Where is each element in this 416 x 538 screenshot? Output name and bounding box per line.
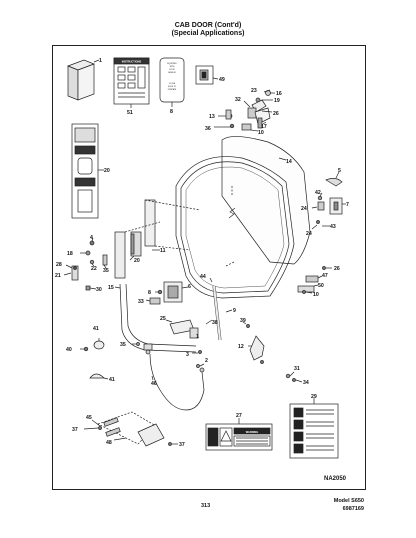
callout-45: 45 (86, 415, 92, 421)
callout-50: 50 (318, 283, 324, 289)
hinge-assembly (114, 199, 201, 279)
callout-43: 43 (330, 224, 336, 230)
callout-38: 38 (212, 320, 218, 326)
callout-19: 19 (274, 98, 280, 104)
callout-28: 28 (56, 262, 62, 268)
callout-32: 32 (235, 97, 241, 103)
callout-14: 14 (286, 159, 292, 165)
latch-assembly-right (316, 178, 343, 224)
latch-assembly-upper (225, 90, 271, 131)
part-41-handle (89, 340, 105, 379)
part-29-instruction-decal (289, 403, 339, 459)
callout-5: 5 (338, 168, 341, 174)
latch-assembly-lower-right (297, 266, 326, 294)
callout-7: 7 (346, 202, 349, 208)
sensor-decal-line-2: WITH (170, 66, 175, 68)
sensor-decal-line-1: EQUIPPED (167, 63, 177, 65)
callout-49: 49 (219, 77, 225, 83)
callout-9: 9 (233, 308, 236, 314)
sensor-decal-line-7: OPERATE (168, 88, 177, 91)
sensor-decal-line-4: SENSOR (168, 72, 176, 74)
callout-1b: 1 (196, 334, 199, 340)
callout-22: 22 (91, 266, 97, 272)
callout-51: 51 (127, 110, 133, 116)
callout-11: 11 (160, 248, 166, 254)
callout-20b: 20 (134, 258, 140, 264)
sensor-decal-line-6: DOOR TO (168, 86, 177, 88)
diagram-frame (52, 45, 366, 490)
callout-23: 23 (251, 88, 257, 94)
sensor-decal-line-3: DOOR (169, 69, 175, 71)
callout-26a: 26 (273, 111, 279, 117)
callout-12: 12 (238, 344, 244, 350)
part-number: 6987169 (342, 506, 364, 512)
callout-35a: 35 (103, 268, 109, 274)
page-subtitle: (Special Applications) (171, 30, 245, 37)
callout-30: 30 (96, 287, 102, 293)
callout-34: 34 (303, 380, 309, 386)
latch-assembly-center (149, 281, 183, 305)
callout-27: 27 (236, 413, 242, 419)
callout-8a: 8 (170, 109, 173, 115)
part-27-warning-decal (205, 423, 273, 451)
callout-15: 15 (108, 285, 114, 291)
callout-13: 13 (209, 114, 215, 120)
part-49-switch (195, 65, 214, 85)
part-44-door-seal (175, 156, 295, 299)
callout-41b: 41 (109, 377, 115, 383)
part-46-cable (145, 349, 205, 411)
callout-47: 47 (322, 273, 328, 279)
parts-39-12-31-34 (246, 324, 296, 382)
callout-40: 40 (66, 347, 72, 353)
callout-26b: 26 (334, 266, 340, 272)
callout-1: 1 (99, 58, 102, 64)
callout-37b: 37 (179, 442, 185, 448)
callout-18: 18 (67, 251, 73, 257)
parts-45-37-48 (97, 411, 172, 447)
callout-10a: 10 (258, 130, 264, 136)
callout-4: 4 (90, 235, 93, 241)
callout-42: 42 (315, 190, 321, 196)
warning-label: WARNING (246, 430, 259, 434)
page-number: 313 (201, 503, 211, 509)
callout-3: 3 (186, 352, 189, 358)
callout-35b: 35 (120, 342, 126, 348)
callout-10b: 10 (313, 292, 319, 298)
part-20-vertical-decal (71, 123, 99, 219)
callout-16: 16 (276, 91, 282, 97)
callout-24a: 24 (301, 206, 307, 212)
parts-25-38-9 (169, 285, 222, 341)
callout-6: 6 (188, 284, 191, 290)
sensor-decal-line-5: CLOSE (169, 83, 176, 85)
drawing-id: NA2050 (324, 476, 347, 482)
part-14-door-glass (221, 136, 311, 265)
callout-39: 39 (240, 318, 246, 324)
callout-46: 46 (151, 381, 157, 387)
part-1-box (67, 59, 95, 101)
callout-2: 2 (205, 358, 208, 364)
callout-37a: 37 (72, 427, 78, 433)
callout-33: 33 (138, 299, 144, 305)
callout-24b: 24 (306, 231, 312, 237)
callout-48: 48 (106, 440, 112, 446)
callout-44: 44 (200, 274, 206, 280)
part-51-manual (113, 57, 150, 105)
callout-31: 31 (294, 366, 300, 372)
page-title: CAB DOOR (Cont'd) (174, 22, 242, 29)
callout-36: 36 (205, 126, 211, 132)
model-label: Model S650 (333, 498, 364, 504)
hinge-left-hardware (71, 240, 108, 291)
callout-17: 17 (261, 124, 267, 130)
instructions-label: INSTRUCTIONS (122, 59, 142, 63)
callout-8b: 8 (148, 290, 151, 296)
callout-41a: 41 (93, 326, 99, 332)
callout-20a: 20 (104, 168, 110, 174)
callout-29: 29 (311, 394, 317, 400)
callout-25: 25 (160, 316, 166, 322)
part-15-door-frame-bracket (119, 283, 197, 353)
callout-21: 21 (55, 273, 61, 279)
